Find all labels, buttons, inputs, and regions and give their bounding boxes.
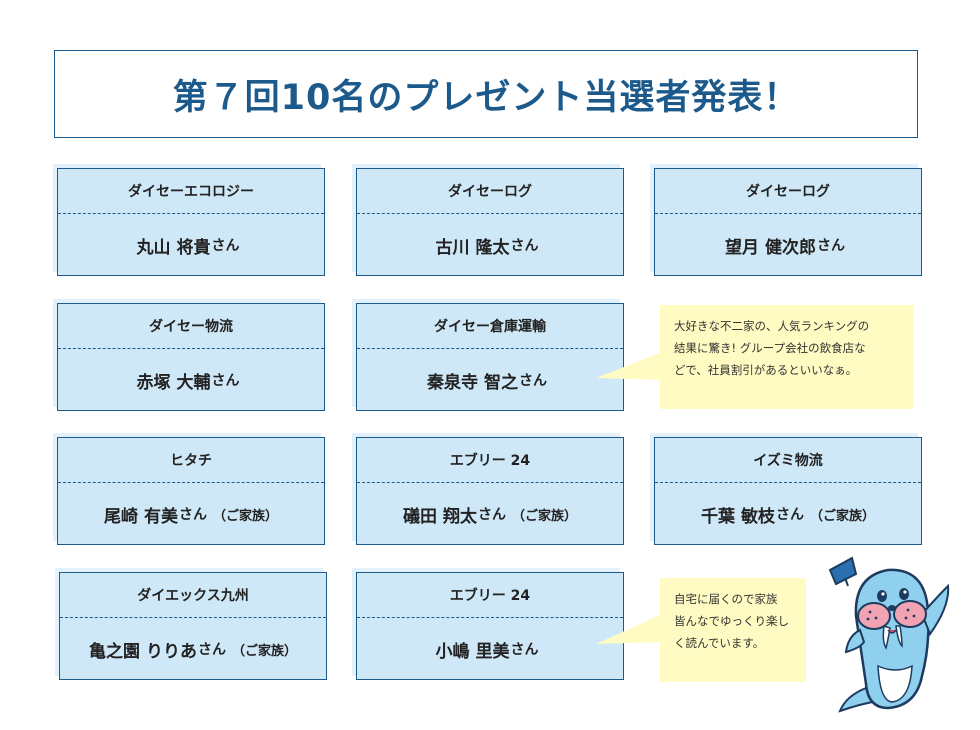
winner-name-row: 秦泉寺 智之さん [357,349,623,411]
honorific: さん [510,642,539,658]
company-name: エブリー 24 [357,438,623,483]
winner-name: 赤塚 大輔 [136,372,211,393]
family-note: （ご家族） [809,508,875,524]
winner-name-row: 望月 健次郎さん [655,214,921,276]
comment-text: 大好きな不二家の、人気ランキングの 結果に驚き! グループ会社の飲食店な どで、… [674,319,870,377]
winner-card: イズミ物流 千葉 敏枝さん （ご家族） [654,437,922,545]
winner-name-row: 尾崎 有美さん （ご家族） [58,483,324,545]
speech-bubble-tail [596,614,662,644]
winner-name: 礒田 翔太 [403,506,477,527]
winner-name: 古川 隆太 [435,237,510,258]
walrus-mascot-icon [828,556,950,713]
company-name: ダイエックス九州 [60,573,326,618]
winner-card: エブリー 24 礒田 翔太さん （ご家族） [356,437,624,545]
winner-name-row: 古川 隆太さん [357,214,623,276]
family-note: （ご家族） [231,643,297,659]
winner-card: ダイセー物流 赤塚 大輔さん [57,303,325,411]
honorific: さん [211,238,240,254]
winner-name: 亀之園 りりあ [89,641,197,662]
winner-name: 望月 健次郎 [725,237,816,258]
company-name: ダイセーエコロジー [58,169,324,214]
winner-card: ヒタチ 尾崎 有美さん （ご家族） [57,437,325,545]
honorific: さん [178,507,207,523]
honorific: さん [477,507,506,523]
honorific: さん [510,238,539,254]
honorific: さん [816,238,845,254]
winner-card: ダイセー倉庫運輸 秦泉寺 智之さん [356,303,624,411]
family-note: （ご家族） [212,508,278,524]
speech-bubble-tail [596,352,662,380]
winner-card: ダイセーログ 古川 隆太さん [356,168,624,276]
winner-name-row: 礒田 翔太さん （ご家族） [357,483,623,545]
winner-card: ダイセーログ 望月 健次郎さん [654,168,922,276]
winner-card: エブリー 24 小嶋 里美さん [356,572,624,680]
winner-card: ダイエックス九州 亀之園 りりあさん （ご家族） [59,572,327,680]
family-note: （ご家族） [511,508,577,524]
winner-name: 尾崎 有美 [104,506,178,527]
comment-bubble: 大好きな不二家の、人気ランキングの 結果に驚き! グループ会社の飲食店な どで、… [660,305,914,409]
title-banner: 第７回10名のプレゼント当選者発表！ [54,50,918,138]
page-title: 第７回10名のプレゼント当選者発表！ [172,77,800,118]
winner-name: 丸山 将貴 [136,237,211,258]
winner-name-row: 亀之園 りりあさん （ご家族） [60,618,326,680]
honorific: さん [197,642,226,658]
honorific: さん [211,373,240,389]
winner-name-row: 小嶋 里美さん [357,618,623,680]
honorific: さん [775,507,804,523]
winner-name-row: 赤塚 大輔さん [58,349,324,411]
comment-bubble: 自宅に届くので家族 皆んなでゆっくり楽し く読んでいます。 [660,578,806,682]
winner-name: 秦泉寺 智之 [427,372,518,393]
comment-text: 自宅に届くので家族 皆んなでゆっくり楽し く読んでいます。 [674,592,789,650]
winner-name: 小嶋 里美 [435,641,510,662]
winner-name-row: 丸山 将貴さん [58,214,324,276]
company-name: ダイセー物流 [58,304,324,349]
winner-card: ダイセーエコロジー 丸山 将貴さん [57,168,325,276]
company-name: ダイセー倉庫運輸 [357,304,623,349]
company-name: ダイセーログ [357,169,623,214]
honorific: さん [518,373,547,389]
company-name: エブリー 24 [357,573,623,618]
winner-name-row: 千葉 敏枝さん （ご家族） [655,483,921,545]
company-name: ダイセーログ [655,169,921,214]
winner-name: 千葉 敏枝 [701,506,775,527]
company-name: イズミ物流 [655,438,921,483]
company-name: ヒタチ [58,438,324,483]
